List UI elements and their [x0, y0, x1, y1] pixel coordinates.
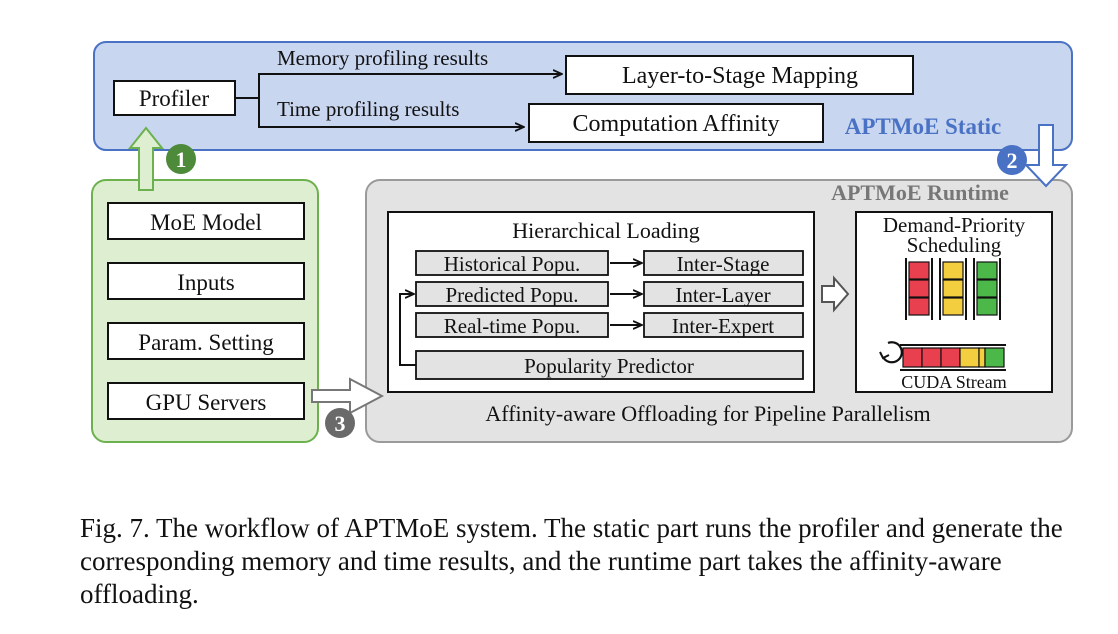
memory-edge: [235, 74, 562, 99]
inputs-box: [107, 262, 305, 300]
profiler-label: Profiler: [139, 86, 210, 111]
param-setting-label: Param. Setting: [138, 330, 274, 355]
red-queue: [905, 258, 933, 320]
popularity-predictor-label: Popularity Predictor: [524, 354, 694, 378]
runtime-title: APTMoE Runtime: [831, 180, 1009, 205]
predicted-popu-label: Predicted Popu.: [446, 283, 579, 307]
popu-to-inter-arrows: [610, 263, 642, 325]
moe-model-label: MoE Model: [150, 210, 262, 235]
time-edge-label: Time profiling results: [277, 97, 459, 121]
step3-arrow: [311, 377, 385, 415]
svg-text:3: 3: [335, 411, 346, 436]
gpu-servers-box: [107, 382, 305, 420]
param-setting-box: [107, 322, 305, 360]
inter-layer-box: [643, 281, 804, 307]
runtime-footer-label: Affinity-aware Offloading for Pipeline P…: [485, 401, 930, 426]
workflow-diagram: Profiler Memory profiling results Time p…: [91, 41, 1073, 443]
gpu-servers-label: GPU Servers: [146, 390, 267, 415]
hierarchical-right-items: Inter-Stage Inter-Layer Inter-Expert: [643, 250, 804, 338]
predicted-popu-box: [415, 281, 609, 307]
historical-popu-box: [415, 250, 609, 276]
time-edge: [258, 98, 524, 127]
svg-text:1: 1: [176, 147, 187, 172]
profiler-box: [113, 80, 236, 116]
realtime-popu-box: [415, 312, 609, 338]
cuda-stream-label: CUDA Stream: [901, 372, 1007, 392]
hierarchical-left-items: Historical Popu. Predicted Popu. Real-ti…: [415, 250, 609, 338]
inter-expert-box: [643, 312, 804, 338]
inputs-label: Inputs: [177, 270, 235, 295]
green-queue: [973, 258, 1001, 320]
inputs-panel: [91, 179, 319, 443]
static-title: APTMoE Static: [845, 114, 1002, 139]
memory-edge-label: Memory profiling results: [277, 46, 488, 70]
cuda-stream: [900, 344, 1006, 371]
inter-stage-box: [643, 250, 804, 276]
step1-badge: 1: [166, 144, 196, 174]
step3-badge: 3: [325, 408, 355, 438]
moe-model-box: [107, 202, 305, 240]
cycle-icon: [879, 341, 903, 364]
layer-mapping-box: [565, 55, 914, 95]
inter-expert-label: Inter-Expert: [672, 314, 774, 338]
scheduling-title-line1: Demand-Priority: [883, 213, 1026, 237]
historical-popu-label: Historical Popu.: [444, 252, 581, 276]
step1-arrow: [127, 126, 165, 191]
svg-text:2: 2: [1007, 148, 1018, 173]
figure-caption: Fig. 7. The workflow of APTMoE system. T…: [80, 513, 1063, 609]
layer-mapping-label: Layer-to-Stage Mapping: [622, 63, 858, 89]
scheduling-title-line2: Scheduling: [907, 233, 1002, 257]
affinity-box: [528, 103, 824, 143]
predictor-feedback-arrow: [399, 294, 416, 366]
step2-arrow: [1023, 124, 1069, 188]
yellow-queue: [939, 258, 967, 320]
hierarchical-loading-title: Hierarchical Loading: [512, 218, 700, 243]
affinity-label: Computation Affinity: [573, 111, 780, 137]
inter-stage-label: Inter-Stage: [677, 252, 770, 276]
step2-badge: 2: [997, 145, 1027, 175]
loading-to-scheduling-arrow: [821, 275, 850, 313]
realtime-popu-label: Real-time Popu.: [444, 314, 580, 338]
inter-layer-label: Inter-Layer: [675, 283, 770, 307]
